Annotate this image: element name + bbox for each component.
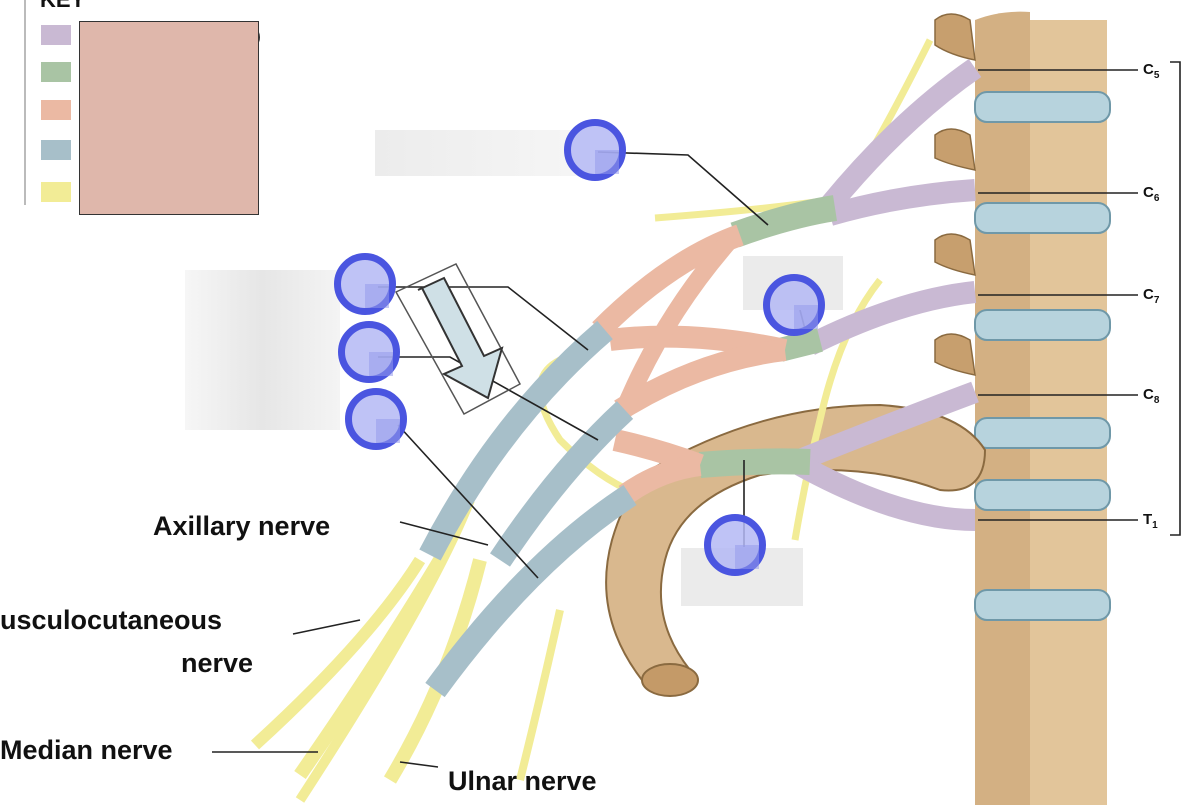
nerve-roots [794,58,982,531]
musculocutaneous-nerve-label-line1: usculocutaneous [0,605,223,635]
root-label-t1: T1 [1143,511,1158,531]
hotspot-upper-trunk[interactable] [564,119,626,181]
hotspot-posterior-cord[interactable] [338,321,400,383]
root-label-c5: C5 [1143,61,1160,81]
axillary-nerve-label: Axillary nerve [153,511,331,541]
key-swatch-division [41,100,71,120]
key-cover-box [79,21,259,215]
hotspot-medial-cord[interactable] [345,388,407,450]
nerve-divisions [592,224,788,505]
answer-blank-left [185,270,340,430]
vertebral-column [934,11,1111,805]
root-label-c8: C8 [1143,386,1160,406]
key-swatch-cord [41,140,71,160]
root-label-c6: C6 [1143,184,1160,204]
leader-lines [212,61,1181,768]
nerve-cords [419,320,637,698]
hotspot-lower-trunk[interactable] [704,514,766,576]
key-swatch-root [41,25,71,45]
musculocutaneous-nerve-label-line2: nerve [181,648,254,678]
root-label-c7: C7 [1143,286,1160,306]
key-swatch-trunk [41,62,71,82]
first-rib [605,403,987,697]
ulnar-nerve-label: Ulnar nerve [448,766,597,796]
answer-blank-top [375,130,590,176]
key-swatch-branch [41,182,71,202]
hotspot-lateral-cord[interactable] [334,253,396,315]
median-nerve-label: Median nerve [0,735,173,765]
hotspot-middle-trunk[interactable] [763,274,825,336]
key-title: KEY [40,0,85,16]
arrow-annotation [394,263,522,416]
